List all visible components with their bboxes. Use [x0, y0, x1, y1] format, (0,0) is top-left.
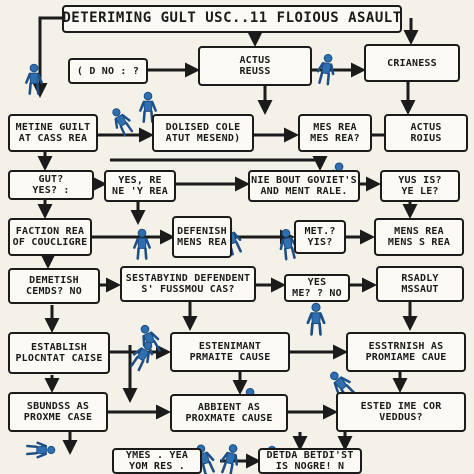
step-box-18-line-2: ME? ? NO: [292, 288, 342, 299]
step-box-12-line-1: FACTION REA: [15, 226, 85, 237]
step-box-24-line-1: ABBIENT AS: [197, 402, 261, 413]
step-box-20-line-2: PLOCNTAT CAISE: [15, 353, 103, 364]
step-box-23-line-1: SBUNDSS AS: [26, 401, 90, 412]
step-box-7: ACTUS ROIUS: [384, 114, 468, 152]
step-box-21: ESTENIMANT PRMAITE CAUSE: [170, 332, 290, 372]
step-box-25-line-1: ESTED IME COR: [360, 401, 442, 412]
step-box-20-line-1: ESTABLISH: [31, 342, 87, 353]
step-box-22-line-1: ESSTRNISH AS: [368, 341, 444, 352]
step-box-6: MES REA MES REA?: [298, 114, 372, 152]
step-box-9-line-2: NE 'Y REA: [112, 186, 168, 197]
step-box-15-line-1: MENS REA: [394, 226, 444, 237]
step-box-4-line-1: METINE GUILT: [15, 122, 91, 133]
step-box-14-line-1: MET.?: [304, 226, 336, 237]
step-box-21-line-2: PRMAITE CAUSE: [189, 352, 271, 363]
step-box-5-line-2: ATUT MESEND): [165, 133, 241, 144]
step-box-24-line-2: PROXMATE CAUSE: [185, 413, 273, 424]
step-box-11: YUS IS? YE LE?: [380, 170, 460, 202]
step-box-13: DEFENISH MENS REA: [172, 216, 232, 258]
step-box-7-line-2: ROIUS: [410, 133, 442, 144]
step-box-15: MENS REA MENS S REA: [374, 218, 464, 256]
step-box-6-line-2: MES REA?: [310, 133, 360, 144]
step-box-5: DOLISED COLE ATUT MESEND): [152, 114, 254, 152]
step-box-1: ( D NO : ?: [68, 58, 148, 84]
step-box-26-line-2: YOM RES .: [129, 461, 185, 472]
step-box-16: DEMETISH CEMDS? NO: [8, 268, 100, 304]
step-box-21-line-1: ESTENIMANT: [198, 341, 262, 352]
step-box-10-line-2: AND MENT RALE.: [260, 186, 348, 197]
step-box-11-line-1: YUS IS?: [398, 175, 442, 186]
page-title: DETERIMING GULT USC..11 FLOIOUS ASAULT: [62, 10, 402, 27]
step-box-11-line-2: YE LE?: [401, 186, 439, 197]
step-box-14: MET.? YIS?: [294, 220, 346, 254]
step-box-27-line-1: DETDA BETDI'ST: [266, 450, 354, 461]
step-box-27: DETDA BETDI'ST IS NOGRE! N: [258, 448, 362, 474]
step-box-14-line-2: YIS?: [307, 237, 333, 248]
connector-lines: [32, 16, 419, 469]
step-box-9-line-1: YES, RE: [118, 175, 162, 186]
step-box-4: METINE GUILT AT CASS REA: [8, 114, 98, 152]
step-box-18: YES ME? ? NO: [284, 274, 350, 302]
step-box-18-line-1: YES: [307, 277, 327, 288]
step-box-12-line-2: OF COUCLIGRE: [12, 237, 88, 248]
step-box-2: ACTUS REUSS: [198, 46, 312, 86]
step-box-12: FACTION REA OF COUCLIGRE: [8, 218, 92, 256]
step-box-9: YES, RE NE 'Y REA: [104, 170, 176, 202]
step-box-20: ESTABLISH PLOCNTAT CAISE: [8, 332, 110, 374]
step-box-2-line-1: ACTUS: [239, 55, 271, 66]
step-box-25: ESTED IME COR VEDDUS?: [336, 392, 466, 432]
step-box-8: GUT? YES? :: [8, 170, 94, 200]
step-box-27-line-2: IS NOGRE! N: [275, 461, 345, 472]
step-box-23: SBUNDSS AS PROXME CASE: [8, 392, 108, 432]
step-box-23-line-2: PROXME CASE: [23, 412, 93, 423]
step-box-10-line-1: NIE BOUT GOVIET'S: [251, 175, 357, 186]
step-box-26-line-1: YMES . YEA: [125, 450, 189, 461]
step-box-19-line-1: RSADLY: [401, 273, 439, 284]
step-box-15-line-2: MENS S REA: [387, 237, 451, 248]
step-box-26: YMES . YEA YOM RES .: [112, 448, 202, 474]
step-box-1-line-1: ( D NO : ?: [76, 65, 140, 77]
step-box-17: SESTABYIND DEFENDENT S' FUSSMOU CAS?: [120, 266, 256, 302]
title-box: DETERIMING GULT USC..11 FLOIOUS ASAULT: [62, 5, 402, 33]
step-box-13-line-2: MENS REA: [177, 237, 227, 248]
step-box-2-line-2: REUSS: [239, 66, 271, 77]
step-box-5-line-1: DOLISED COLE: [165, 122, 241, 133]
step-box-16-line-2: CEMDS? NO: [26, 286, 82, 297]
step-box-16-line-1: DEMETISH: [29, 275, 79, 286]
step-box-19: RSADLY MSSAUT: [376, 266, 464, 302]
step-box-10: NIE BOUT GOVIET'S AND MENT RALE.: [248, 170, 360, 202]
step-box-25-line-2: VEDDUS?: [379, 412, 423, 423]
step-box-8-line-2: YES? :: [32, 185, 70, 196]
step-box-17-line-2: S' FUSSMOU CAS?: [141, 284, 235, 295]
step-box-7-line-1: ACTUS: [410, 122, 442, 133]
step-box-3: CRIANESS: [364, 44, 460, 82]
step-box-3-line-1: CRIANESS: [387, 57, 437, 69]
step-box-13-line-1: DEFENISH: [177, 226, 227, 237]
step-box-22: ESSTRNISH AS PROMIAME CAUE: [346, 332, 466, 372]
step-box-4-line-2: AT CASS REA: [18, 133, 88, 144]
step-box-8-line-1: GUT?: [38, 174, 64, 185]
step-box-17-line-1: SESTABYIND DEFENDENT: [125, 273, 251, 284]
step-box-24: ABBIENT AS PROXMATE CAUSE: [170, 394, 288, 432]
step-box-19-line-2: MSSAUT: [401, 284, 439, 295]
step-box-22-line-2: PROMIAME CAUE: [365, 352, 447, 363]
step-box-6-line-1: MES REA: [313, 122, 357, 133]
